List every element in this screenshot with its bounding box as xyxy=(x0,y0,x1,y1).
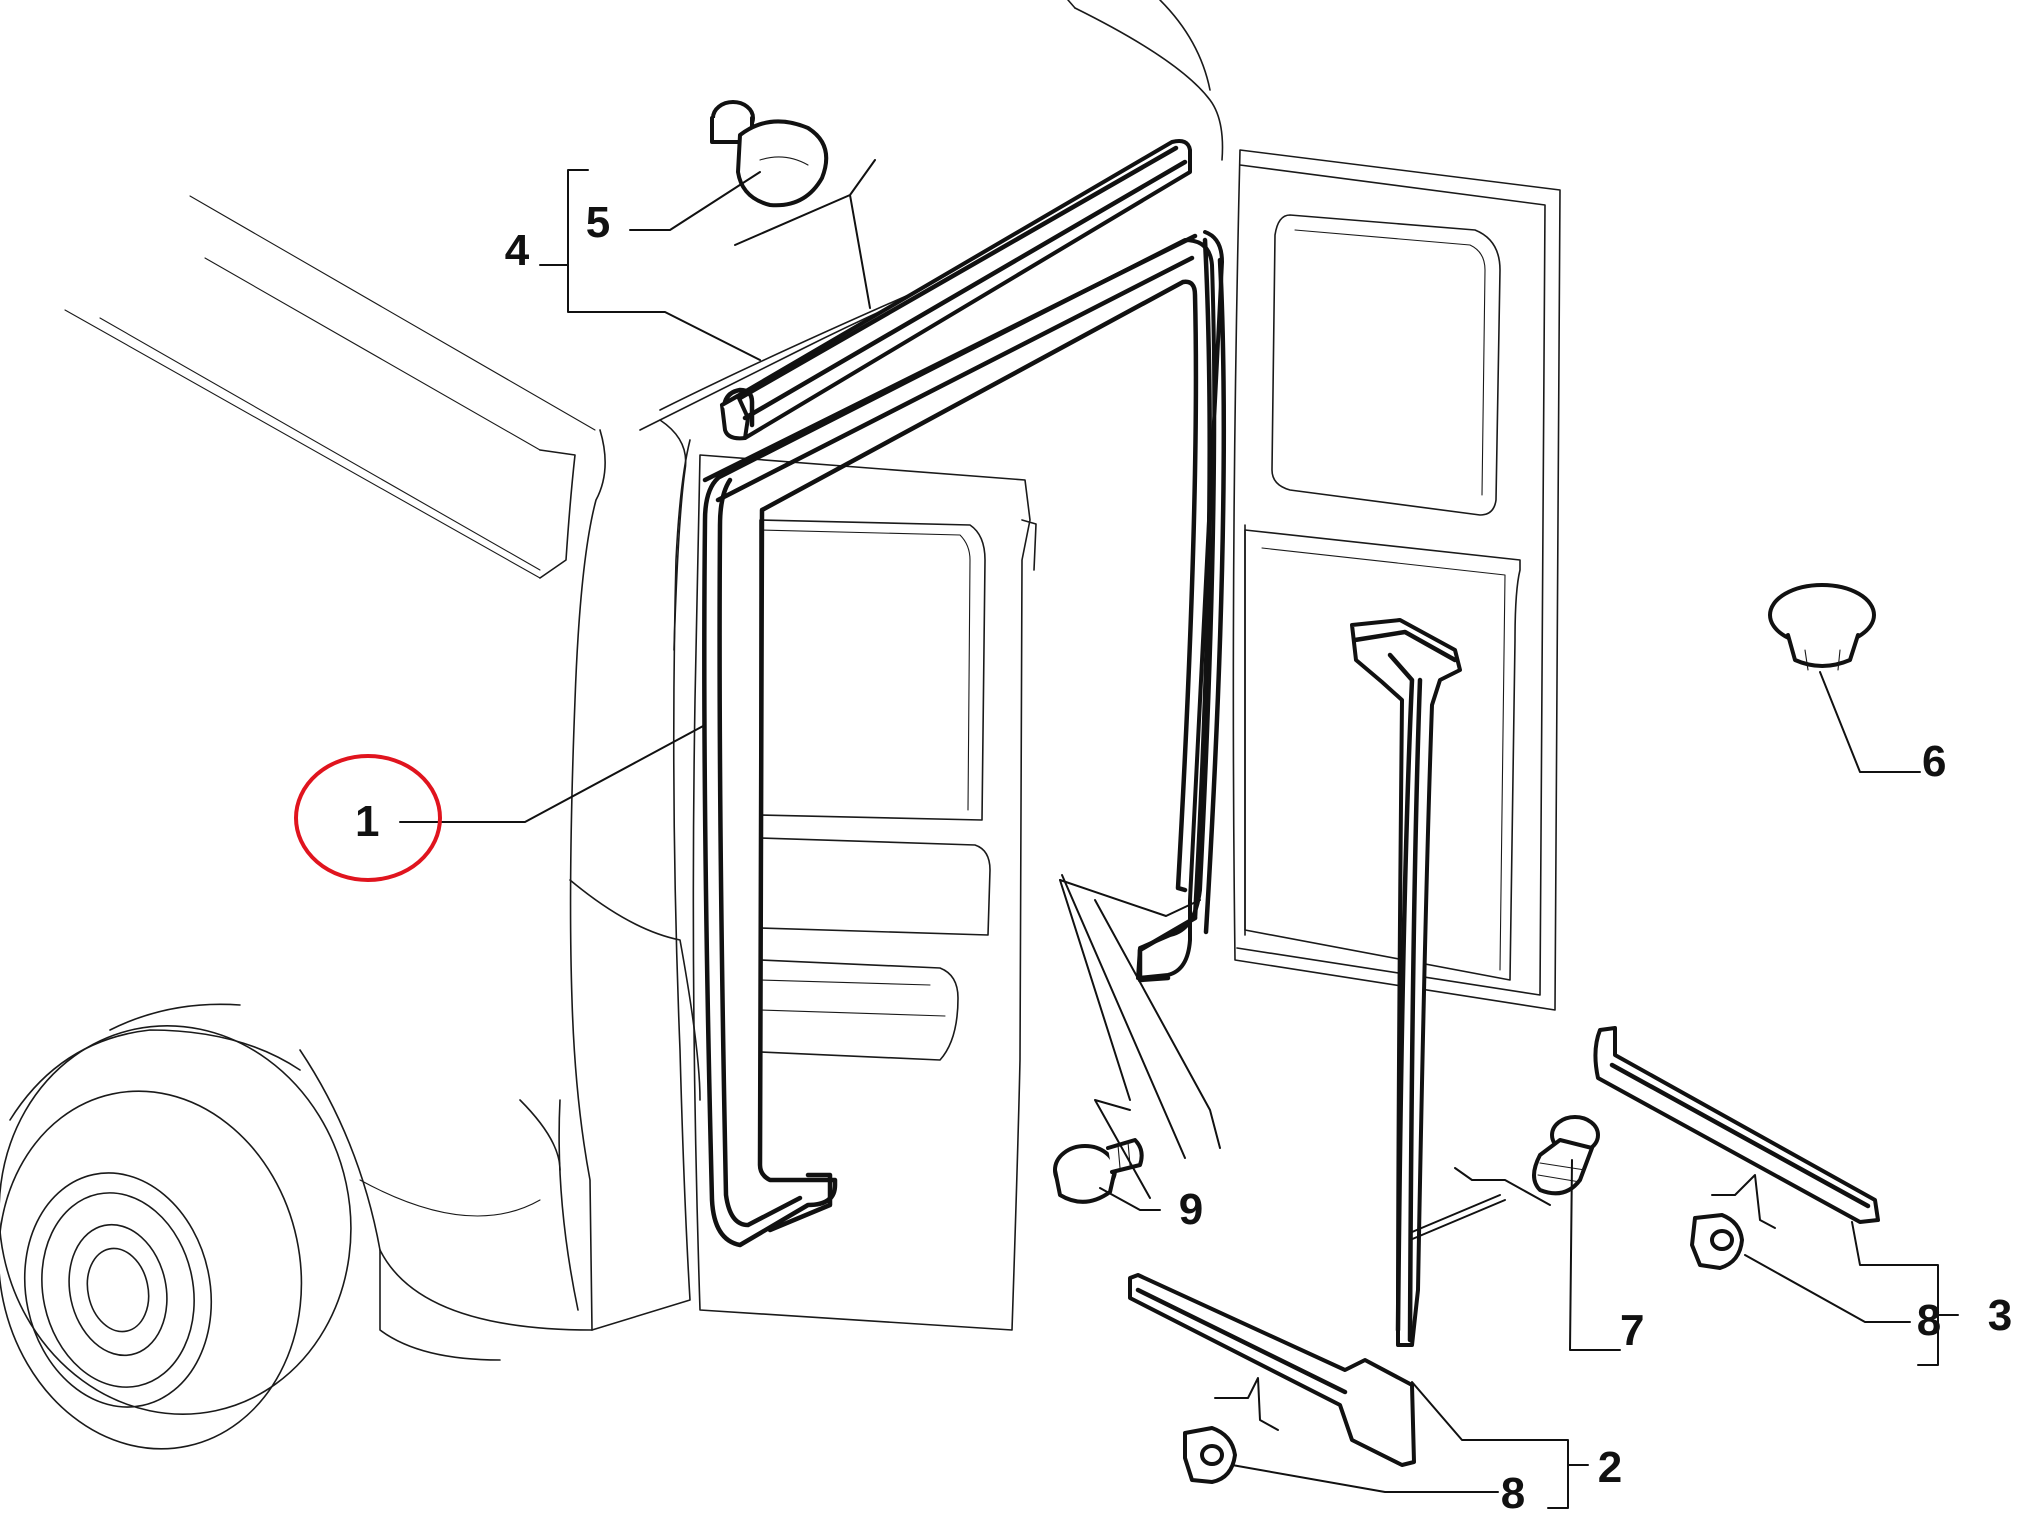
bumper-stop-part-9 xyxy=(1053,1138,1144,1204)
left-rear-door xyxy=(692,454,1037,1331)
callout-9[interactable]: 9 xyxy=(1179,1185,1203,1234)
callout-labels: 1 2 3 4 5 6 7 8 8 9 xyxy=(355,198,2012,1516)
clip-part-8-a xyxy=(1690,1213,1744,1270)
callout-1[interactable]: 1 xyxy=(355,797,379,846)
plug-part-6 xyxy=(1768,583,1876,671)
callout-3[interactable]: 3 xyxy=(1988,1291,2012,1340)
clip-part-5 xyxy=(710,100,829,208)
seal-strip-part-3 xyxy=(1593,1026,1880,1224)
callout-7[interactable]: 7 xyxy=(1620,1306,1644,1355)
callout-5[interactable]: 5 xyxy=(586,198,610,247)
callout-8-a[interactable]: 8 xyxy=(1917,1296,1941,1345)
highlight-circle xyxy=(294,754,442,882)
seal-strip-part-2 xyxy=(1128,618,1462,1467)
upper-seal-strip xyxy=(720,139,1192,441)
callout-4[interactable]: 4 xyxy=(505,226,530,275)
callout-2[interactable]: 2 xyxy=(1598,1443,1622,1492)
callout-6[interactable]: 6 xyxy=(1922,737,1946,786)
van-body-outline xyxy=(64,0,1224,1361)
door-opening-seal xyxy=(702,230,1227,1248)
right-rear-door xyxy=(1232,149,1561,1011)
fastener-part-7 xyxy=(1532,1115,1600,1196)
clip-part-8-b xyxy=(1183,1426,1237,1484)
rear-wheel xyxy=(0,1003,352,1450)
leader-lines xyxy=(399,159,1959,1509)
callout-8-b[interactable]: 8 xyxy=(1501,1469,1525,1516)
